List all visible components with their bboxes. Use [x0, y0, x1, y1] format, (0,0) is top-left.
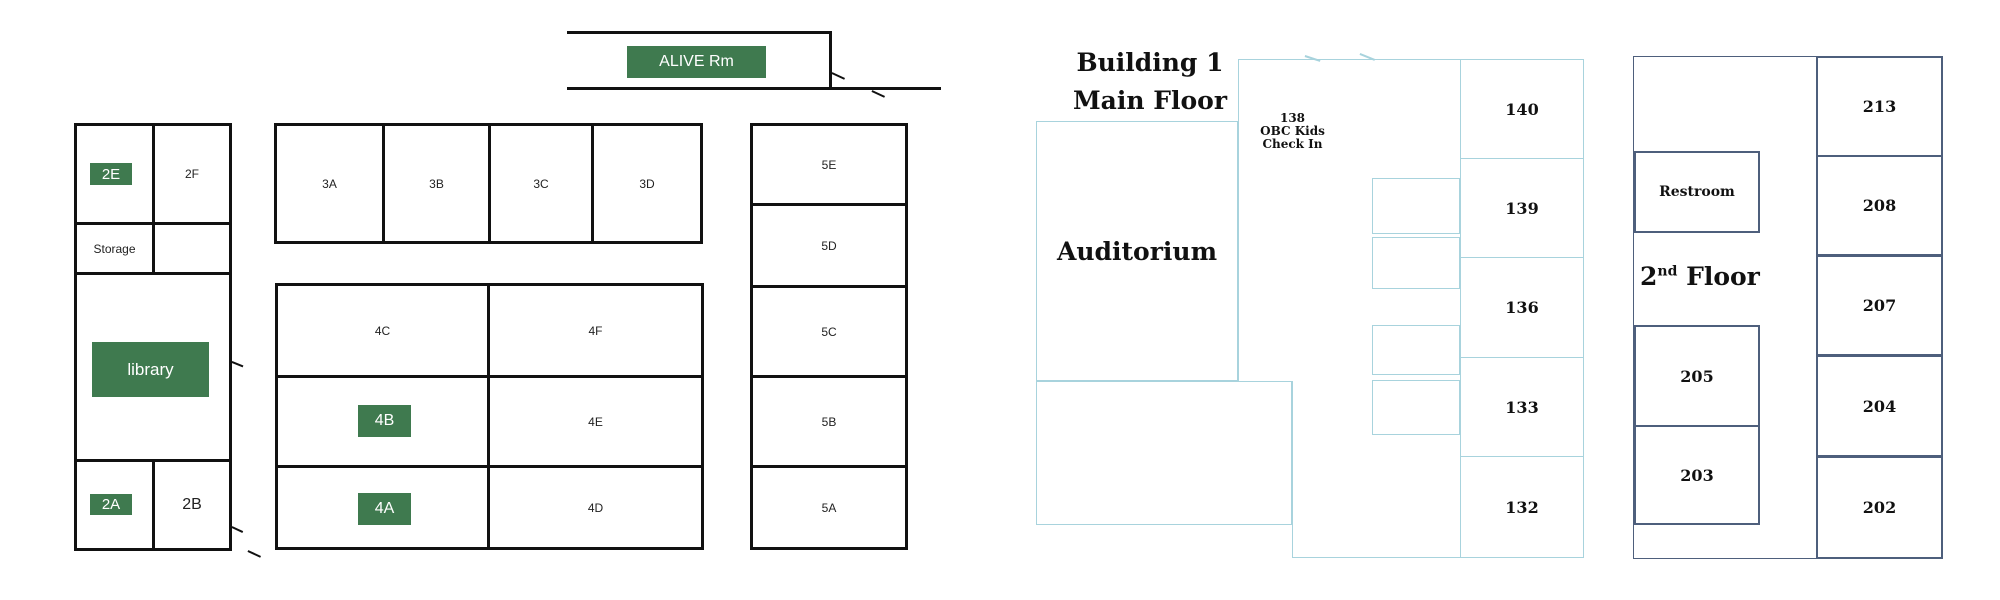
b1-closet-2 — [1372, 237, 1460, 289]
room-2B-door-mark — [231, 526, 244, 533]
kids-checkin-line3: Check In — [1262, 137, 1323, 151]
b1-corridor-top — [1238, 59, 1463, 381]
room-207: 207 — [1816, 255, 1943, 356]
auditorium: Auditorium — [1036, 121, 1238, 381]
room-5E-label: 5E — [821, 157, 837, 172]
room-5C: 5C — [750, 285, 908, 378]
floor2-title: 2nd Floor — [1640, 262, 1800, 291]
room-3A-label: 3A — [322, 176, 337, 191]
alive-right-wall — [829, 31, 832, 90]
room-3B: 3B — [382, 123, 491, 244]
room-4D: 4D — [487, 465, 704, 550]
room-5B-label: 5B — [821, 414, 837, 429]
building1-title: Building 1 Main Floor — [1050, 44, 1250, 120]
room-4F-label: 4F — [588, 323, 603, 338]
room-4E: 4E — [487, 375, 704, 468]
b1-closet-1 — [1372, 178, 1460, 234]
room-5B: 5B — [750, 375, 908, 468]
restroom: Restroom — [1634, 151, 1760, 233]
room-3C-label: 3C — [533, 176, 549, 191]
room-5D: 5D — [750, 203, 908, 288]
room-5A: 5A — [750, 465, 908, 550]
room-140: 140 — [1460, 59, 1584, 159]
storage-label: Storage — [93, 241, 136, 256]
floor2-title-number: 2 — [1640, 262, 1658, 291]
room-202: 202 — [1816, 456, 1943, 559]
room-3D-label: 3D — [639, 176, 655, 191]
room-213: 213 — [1816, 56, 1943, 157]
room-203: 203 — [1634, 425, 1760, 525]
auditorium-label: Auditorium — [1056, 236, 1218, 266]
room-136: 136 — [1460, 257, 1584, 358]
exit-door-mark — [247, 550, 262, 558]
room-208: 208 — [1816, 155, 1943, 256]
b1-corridor-bottom — [1292, 381, 1463, 558]
room-5C-label: 5C — [821, 324, 837, 339]
alive-bottom-wall — [567, 87, 941, 90]
b1-lower-room — [1036, 381, 1292, 525]
room-3C: 3C — [488, 123, 594, 244]
room-2F: 2F — [152, 123, 232, 225]
room-4D-label: 4D — [587, 500, 604, 515]
room-2A-label: 2A — [90, 494, 132, 515]
library-label: library — [92, 342, 209, 397]
room-3B-label: 3B — [429, 176, 444, 191]
floor2-title-rest: Floor — [1677, 262, 1760, 291]
room-4C-label: 4C — [374, 323, 391, 338]
kids-checkin-line2: OBC Kids — [1260, 124, 1325, 138]
room-5E: 5E — [750, 123, 908, 206]
alive-top-wall — [567, 31, 832, 34]
room-5D-label: 5D — [821, 238, 837, 253]
alive-door-mark — [831, 72, 846, 80]
room-4E-label: 4E — [588, 414, 603, 429]
room-2B-label: 2B — [182, 496, 202, 513]
storage-closet — [152, 222, 232, 275]
building1-title-line1: Building 1 — [1076, 48, 1224, 77]
building1-title-line2: Main Floor — [1072, 86, 1228, 115]
room-4C: 4C — [275, 283, 490, 378]
room-4B: 4B — [275, 375, 490, 468]
room-2F-label: 2F — [184, 167, 199, 181]
room-3D: 3D — [591, 123, 703, 244]
room-2B: 2B — [152, 459, 232, 551]
floor2-title-sup: nd — [1657, 263, 1678, 280]
alive-door-mark-2 — [871, 90, 886, 98]
room-139: 139 — [1460, 158, 1584, 258]
kids-checkin-number: 138 — [1279, 111, 1306, 125]
room-2E: 2E — [74, 123, 155, 225]
room-205: 205 — [1634, 325, 1760, 427]
library-room: library — [74, 272, 232, 462]
room-133: 133 — [1460, 357, 1584, 457]
room-204: 204 — [1816, 355, 1943, 457]
room-4A-label: 4A — [358, 493, 411, 525]
room-3A: 3A — [274, 123, 385, 244]
room-5A-label: 5A — [821, 500, 837, 515]
room-132: 132 — [1460, 456, 1584, 558]
kids-checkin-label: 138 OBC Kids Check In — [1255, 112, 1330, 151]
library-door-mark — [231, 361, 244, 367]
room-4B-label: 4B — [358, 405, 411, 437]
room-4A: 4A — [275, 465, 490, 550]
room-2A: 2A — [74, 459, 155, 551]
b1-closet-4 — [1372, 380, 1460, 435]
room-2E-label: 2E — [90, 163, 132, 185]
alive-room-label: ALIVE Rm — [627, 46, 766, 78]
b1-closet-3 — [1372, 325, 1460, 375]
room-4F: 4F — [487, 283, 704, 378]
storage-room: Storage — [74, 222, 155, 275]
